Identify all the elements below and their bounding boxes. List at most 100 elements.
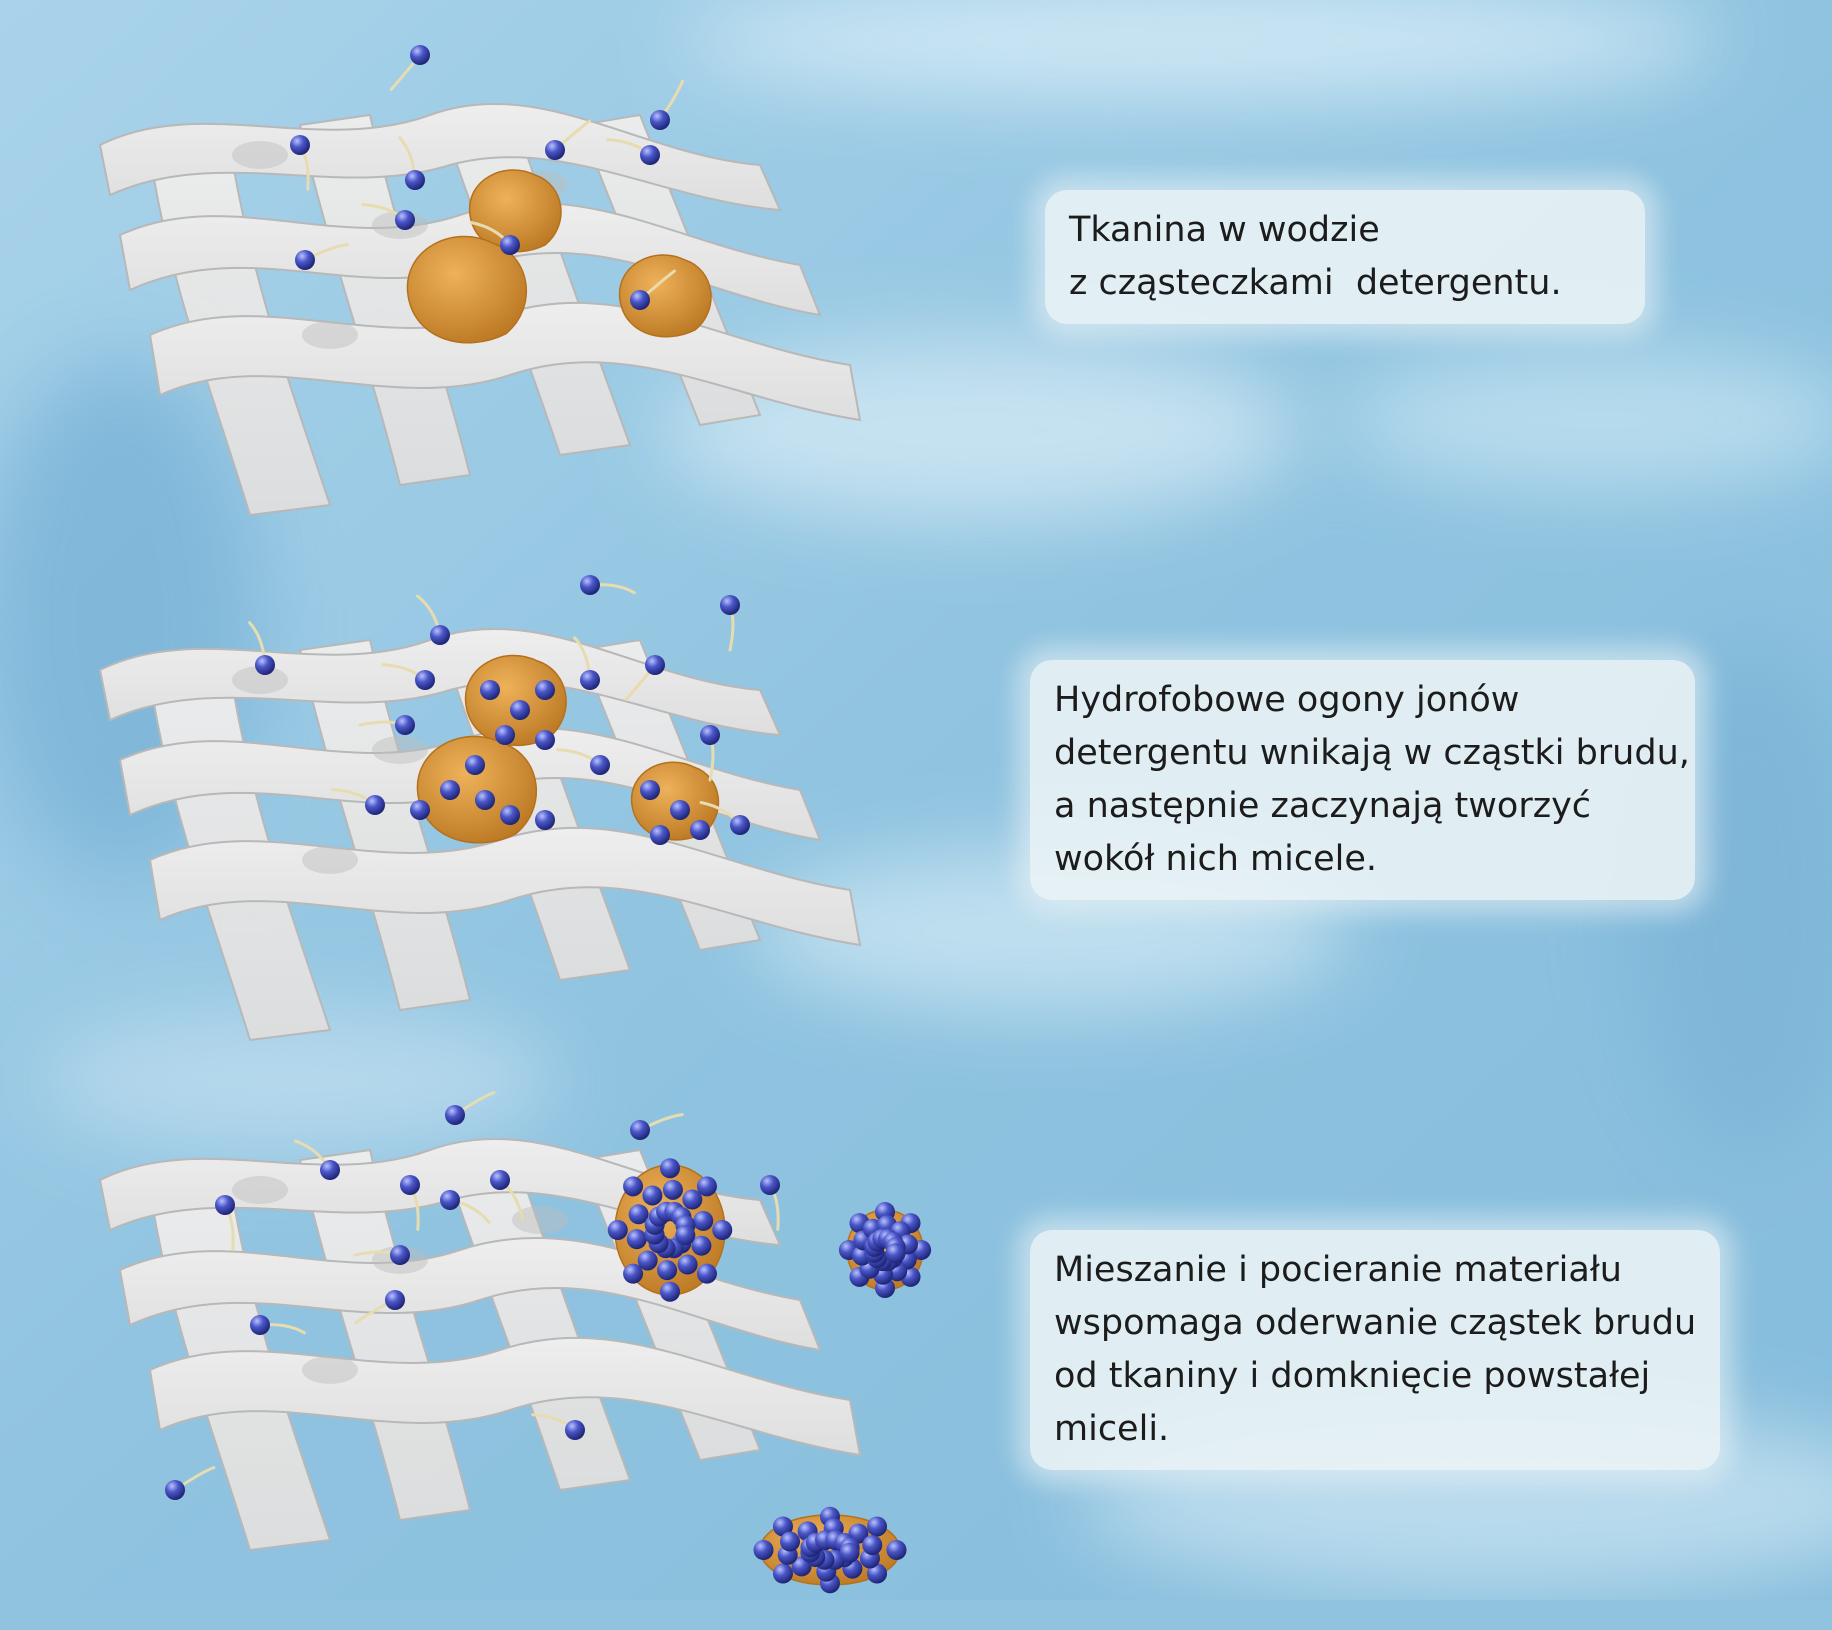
- hydrophilic-head: [693, 1210, 714, 1231]
- hydrophilic-head: [645, 655, 665, 675]
- detergent-molecule: [361, 203, 415, 230]
- fabric-weft-strand: [148, 826, 862, 947]
- fabric-weft-strand: [98, 627, 782, 737]
- detergent-molecule: [490, 1170, 524, 1221]
- detergent-molecule: [545, 119, 591, 160]
- hydrophilic-head: [535, 810, 555, 830]
- micelle: [753, 1506, 907, 1594]
- hydrophilic-head: [405, 170, 425, 190]
- hydrophilic-head: [760, 1175, 780, 1195]
- detergent-molecule: [331, 788, 385, 815]
- hydrophilic-head: [390, 1245, 410, 1265]
- hydrophilic-head: [490, 1170, 510, 1190]
- caption-stage-2: Hydrofobowe ogony jonów detergentu wnika…: [1030, 660, 1695, 900]
- hydrophilic-head: [255, 655, 275, 675]
- detergent-molecule: [398, 136, 425, 190]
- detergent-molecule: [531, 1413, 585, 1440]
- fabric-stage-1-illustration: [0, 35, 1000, 595]
- detergent-molecule: [250, 1315, 306, 1335]
- hydrophilic-head: [410, 45, 430, 65]
- hydrophilic-head: [630, 1120, 650, 1140]
- caption-stage-3-line-3: od tkaniny i domknięcie powstałej: [1054, 1356, 1651, 1396]
- hydrophilic-head: [165, 1480, 185, 1500]
- detergent-molecule: [294, 1139, 340, 1180]
- detergent-molecule: [290, 135, 310, 191]
- hydrophilic-head: [607, 1220, 628, 1240]
- hydrophilic-head: [565, 1420, 585, 1440]
- hydrophilic-head: [395, 210, 415, 230]
- detergent-molecule: [295, 243, 349, 270]
- hydrophilic-head: [657, 1260, 678, 1281]
- detergent-molecule: [389, 45, 430, 91]
- hydrophilic-head: [700, 725, 720, 745]
- hydrophilic-head: [772, 1516, 793, 1537]
- hydrophilic-head: [696, 1263, 717, 1284]
- hydrophilic-head: [475, 790, 495, 810]
- caption-stage-1-line-1: Tkanina w wodzie: [1069, 210, 1380, 250]
- hydrophilic-head: [545, 140, 565, 160]
- caption-stage-1: Tkanina w wodzie z cząsteczkami detergen…: [1045, 190, 1645, 324]
- hydrophilic-head: [660, 1158, 680, 1179]
- detergent-molecule: [556, 748, 610, 775]
- hydrophilic-head: [445, 1105, 465, 1125]
- detergent-molecule: [606, 138, 660, 165]
- fabric-weft-strand: [148, 1336, 862, 1457]
- hydrophilic-head: [662, 1179, 683, 1200]
- detergent-molecule: [248, 621, 275, 675]
- hydrophilic-head: [682, 1189, 703, 1210]
- detergent-molecule: [700, 725, 720, 782]
- fabric-shadow: [232, 666, 288, 694]
- detergent-molecule: [416, 594, 450, 645]
- detergent-molecule: [720, 595, 740, 652]
- detergent-molecule: [400, 1175, 420, 1231]
- hydrophilic-head: [626, 1229, 647, 1250]
- hydrophilic-head: [753, 1540, 774, 1560]
- hydrophilic-head: [862, 1535, 883, 1556]
- caption-stage-1-line-2: z cząsteczkami detergentu.: [1069, 263, 1562, 303]
- hydrophilic-head: [839, 1542, 860, 1563]
- caption-stage-2-line-2: detergentu wnikają w cząstki brudu,: [1054, 733, 1690, 773]
- hydrophilic-head: [623, 1176, 644, 1197]
- detergent-molecule: [165, 1466, 216, 1500]
- micelle: [607, 1158, 733, 1302]
- detergent-molecule: [573, 636, 600, 690]
- detergent-molecule: [624, 655, 665, 701]
- hydrophilic-head: [250, 1315, 270, 1335]
- hydrophilic-head: [410, 800, 430, 820]
- caption-stage-2-line-1: Hydrofobowe ogony jonów: [1054, 680, 1520, 720]
- detergent-molecule: [760, 1175, 780, 1231]
- hydrophilic-head: [696, 1176, 717, 1197]
- hydrophilic-head: [495, 725, 515, 745]
- caption-stage-3-line-2: wspomaga oderwanie cząstek brudu: [1054, 1303, 1697, 1343]
- fabric-stage-3-illustration: [0, 1070, 1000, 1630]
- hydrophilic-head: [500, 235, 520, 255]
- hydrophilic-head: [295, 250, 315, 270]
- hydrophilic-head: [500, 805, 520, 825]
- hydrophilic-head: [772, 1563, 793, 1584]
- hydrophilic-head: [640, 780, 660, 800]
- detergent-molecule: [354, 1290, 405, 1324]
- detergent-molecule: [650, 79, 684, 130]
- hydrophilic-head: [535, 680, 555, 700]
- hydrophilic-head: [867, 1516, 888, 1537]
- hydrophilic-head: [590, 755, 610, 775]
- fabric-shadow: [302, 321, 358, 349]
- hydrophilic-head: [440, 780, 460, 800]
- fabric-shadow: [512, 1206, 568, 1234]
- hydrophilic-head: [640, 145, 660, 165]
- detergent-molecule: [445, 1091, 496, 1125]
- micelle: [838, 1202, 932, 1298]
- hydrophilic-head: [675, 1225, 696, 1246]
- hydrophilic-head: [430, 625, 450, 645]
- fabric-shadow: [302, 1356, 358, 1384]
- fabric-stage-2-illustration: [0, 560, 1000, 1120]
- dirt-particle: [464, 654, 567, 747]
- hydrophilic-head: [215, 1195, 235, 1215]
- hydrophilic-head: [365, 795, 385, 815]
- caption-stage-3: Mieszanie i pocieranie materiału wspomag…: [1030, 1230, 1720, 1470]
- fabric-shadow: [232, 1176, 288, 1204]
- hydrophilic-head: [630, 290, 650, 310]
- hydrophilic-head: [885, 1243, 906, 1264]
- hydrophilic-head: [690, 820, 710, 840]
- hydrophilic-head: [320, 1160, 340, 1180]
